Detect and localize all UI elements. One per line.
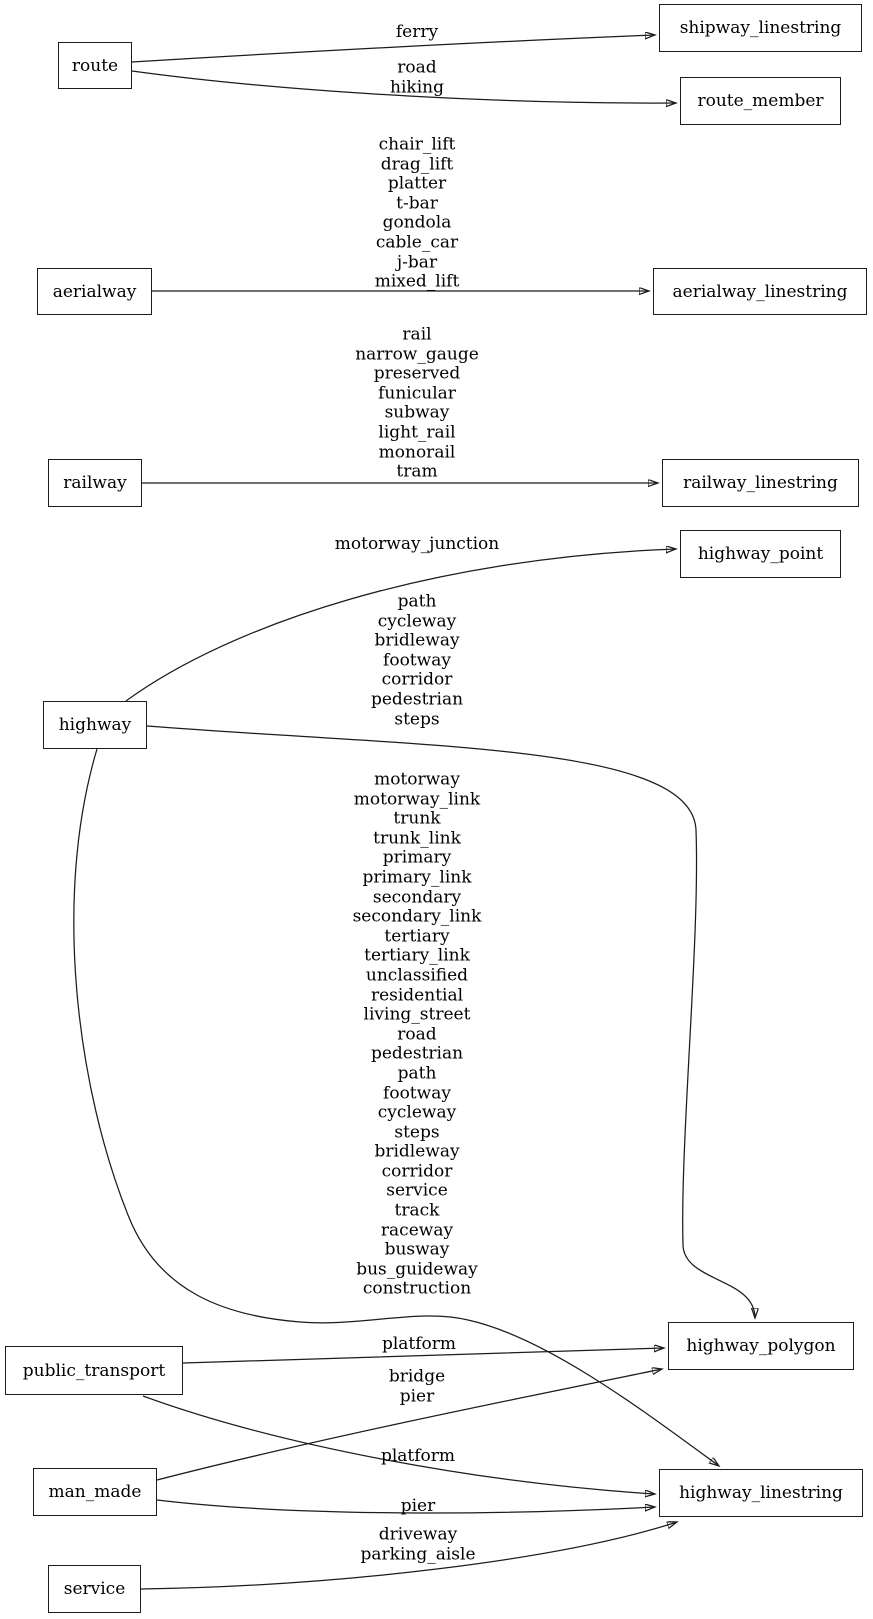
edge-label-aerialway-types: chair_lift drag_lift platter t-bar gondo…	[374, 134, 460, 292]
node-service-label: service	[63, 1579, 126, 1599]
edge-label-pier-linestring: pier	[400, 1496, 436, 1517]
node-shipway_linestring-label: shipway_linestring	[679, 18, 842, 38]
node-highway_polygon-label: highway_polygon	[686, 1336, 836, 1356]
edge-label-highway-linestring-types: motorway motorway_link trunk trunk_link …	[352, 769, 482, 1299]
edge-label-bridge-pier: bridge pier	[388, 1366, 446, 1406]
node-route-label: route	[71, 55, 119, 76]
edge-label-railway-types: rail narrow_gauge preserved funicular su…	[355, 324, 479, 482]
node-highway_point: highway_point	[680, 530, 841, 578]
edge-public_transport-to-highway_polygon	[182, 1348, 664, 1364]
edge-label-road-hiking: road hiking	[390, 57, 444, 97]
node-highway: highway	[43, 701, 147, 749]
edge-highway-to-highway_polygon	[146, 725, 755, 1318]
node-highway_point-label: highway_point	[697, 544, 824, 564]
edge-label-highway-polygon-types: path cycleway bridleway footway corridor…	[370, 591, 464, 729]
edge-service-to-highway_linestring	[140, 1522, 677, 1590]
node-highway_polygon: highway_polygon	[668, 1322, 854, 1370]
node-highway_linestring-label: highway_linestring	[679, 1483, 843, 1503]
edge-label-ferry: ferry	[395, 22, 439, 43]
node-railway-label: railway	[63, 473, 127, 493]
node-route_member-label: route_member	[697, 91, 824, 111]
node-railway: railway	[48, 459, 142, 507]
edge-label-motorway_junction: motorway_junction	[334, 534, 500, 555]
node-man_made-label: man_made	[48, 1482, 142, 1502]
node-man_made: man_made	[33, 1468, 157, 1516]
edge-route-to-route_member	[131, 70, 676, 103]
node-aerialway-label: aerialway	[52, 281, 137, 302]
edge-highway-to-highway_point	[125, 549, 676, 702]
edge-route-to-shipway_linestring	[131, 35, 655, 63]
node-aerialway_linestring-label: aerialway_linestring	[672, 281, 848, 302]
edge-label-platform-polygon: platform	[381, 1334, 457, 1355]
node-railway_linestring-label: railway_linestring	[683, 473, 838, 493]
edge-highway-to-highway_linestring	[73, 748, 719, 1466]
node-public_transport-label: public_transport	[22, 1360, 166, 1381]
node-aerialway: aerialway	[37, 268, 152, 315]
node-route: route	[58, 42, 132, 89]
node-route_member: route_member	[680, 77, 841, 125]
edge-man_made-to-highway_linestring	[156, 1499, 655, 1514]
edge-label-driveway-parking_aisle: driveway parking_aisle	[360, 1524, 476, 1564]
node-shipway_linestring: shipway_linestring	[659, 4, 862, 52]
edge-man_made-to-highway_polygon	[156, 1369, 662, 1481]
node-aerialway_linestring: aerialway_linestring	[653, 268, 867, 315]
node-highway-label: highway	[58, 715, 132, 735]
edge-public_transport-to-highway_linestring	[142, 1395, 655, 1494]
node-public_transport: public_transport	[5, 1346, 183, 1395]
edge-label-platform-linestring: platform	[380, 1446, 456, 1467]
node-railway_linestring: railway_linestring	[662, 459, 859, 507]
node-service: service	[48, 1565, 141, 1613]
node-highway_linestring: highway_linestring	[659, 1469, 863, 1517]
